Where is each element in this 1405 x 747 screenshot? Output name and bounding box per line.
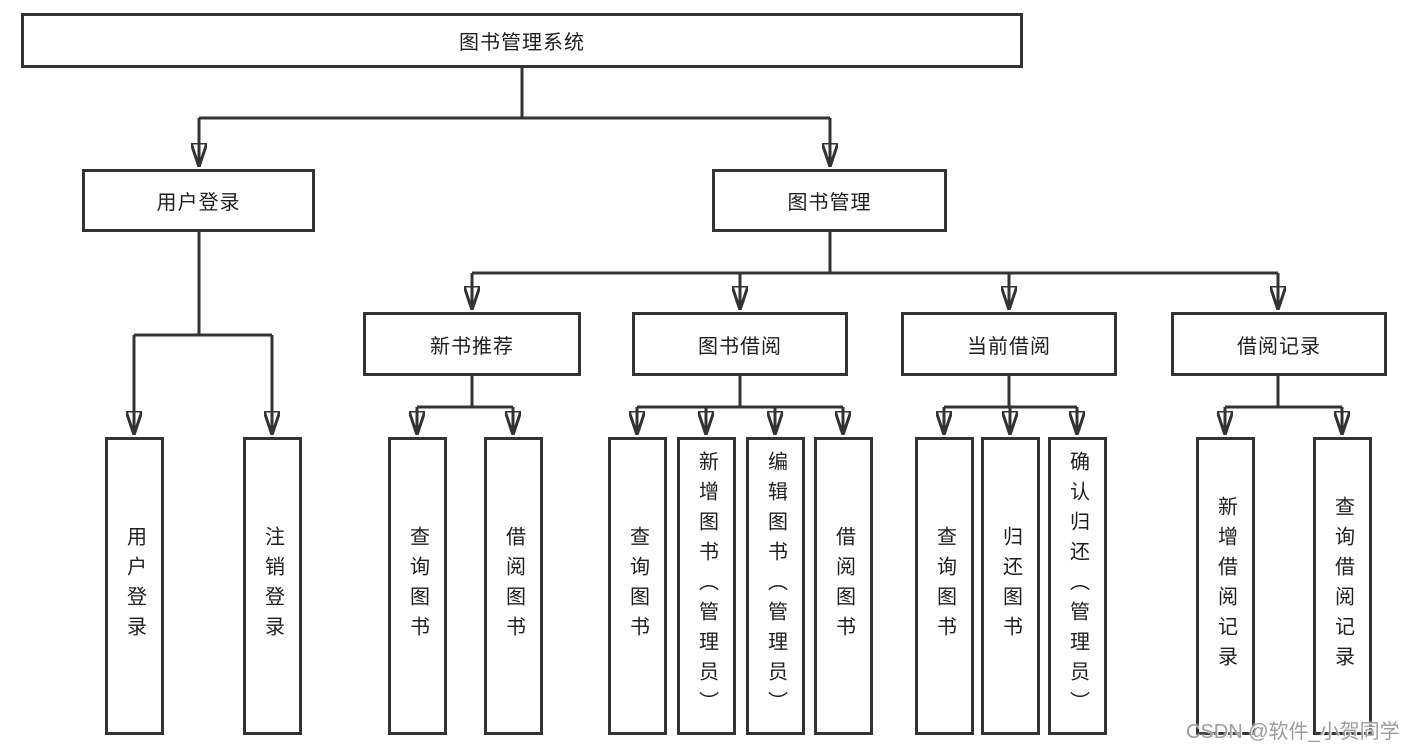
leaf-borrow-books-recommend-label: 借阅图书 xyxy=(502,526,525,646)
node-borrow-records: 借阅记录 xyxy=(1171,312,1387,376)
leaf-query-borrow-record: 查询借阅记录 xyxy=(1313,437,1372,735)
leaf-query-borrow-record-label: 查询借阅记录 xyxy=(1331,496,1354,676)
leaf-add-books-admin-label: 新增图书（管理员） xyxy=(695,451,718,721)
watermark: CSDN @软件_小贺同学 xyxy=(1186,721,1400,743)
node-new-book-recommend-label: 新书推荐 xyxy=(430,335,514,358)
leaf-query-books-recommend-label: 查询图书 xyxy=(406,526,429,646)
node-new-book-recommend: 新书推荐 xyxy=(363,312,581,376)
leaf-borrow-books-recommend: 借阅图书 xyxy=(484,437,543,735)
leaf-user-login: 用户登录 xyxy=(105,437,164,735)
leaf-query-books-recommend: 查询图书 xyxy=(388,437,447,735)
leaf-query-books-borrow: 查询图书 xyxy=(608,437,667,735)
node-book-management: 图书管理 xyxy=(712,169,947,232)
node-current-borrow: 当前借阅 xyxy=(901,312,1117,376)
node-book-management-label: 图书管理 xyxy=(787,192,872,214)
leaf-logout: 注销登录 xyxy=(243,437,302,735)
leaf-query-books-current: 查询图书 xyxy=(915,437,974,735)
leaf-add-books-admin: 新增图书（管理员） xyxy=(677,437,736,735)
leaf-return-books-label: 归还图书 xyxy=(999,526,1022,646)
node-user-login-label: 用户登录 xyxy=(156,192,241,214)
leaf-edit-books-admin-label: 编辑图书（管理员） xyxy=(764,451,787,721)
node-book-borrow: 图书借阅 xyxy=(632,312,848,376)
leaf-add-borrow-record-label: 新增借阅记录 xyxy=(1214,496,1237,676)
node-user-login: 用户登录 xyxy=(82,169,315,232)
node-root-label: 图书管理系统 xyxy=(459,32,585,54)
node-current-borrow-label: 当前借阅 xyxy=(967,335,1051,358)
leaf-query-books-current-label: 查询图书 xyxy=(933,526,956,646)
leaf-logout-label: 注销登录 xyxy=(261,526,284,646)
node-borrow-records-label: 借阅记录 xyxy=(1237,335,1321,358)
node-book-borrow-label: 图书借阅 xyxy=(698,335,782,358)
leaf-confirm-return-admin: 确认归还（管理员） xyxy=(1048,437,1107,735)
leaf-borrow-books: 借阅图书 xyxy=(814,437,873,735)
leaf-user-login-label: 用户登录 xyxy=(123,526,146,646)
leaf-add-borrow-record: 新增借阅记录 xyxy=(1196,437,1255,735)
leaf-borrow-books-label: 借阅图书 xyxy=(832,526,855,646)
leaf-edit-books-admin: 编辑图书（管理员） xyxy=(746,437,805,735)
leaf-query-books-borrow-label: 查询图书 xyxy=(626,526,649,646)
node-root: 图书管理系统 xyxy=(21,13,1023,68)
leaf-confirm-return-admin-label: 确认归还（管理员） xyxy=(1066,451,1089,721)
leaf-return-books: 归还图书 xyxy=(981,437,1040,735)
